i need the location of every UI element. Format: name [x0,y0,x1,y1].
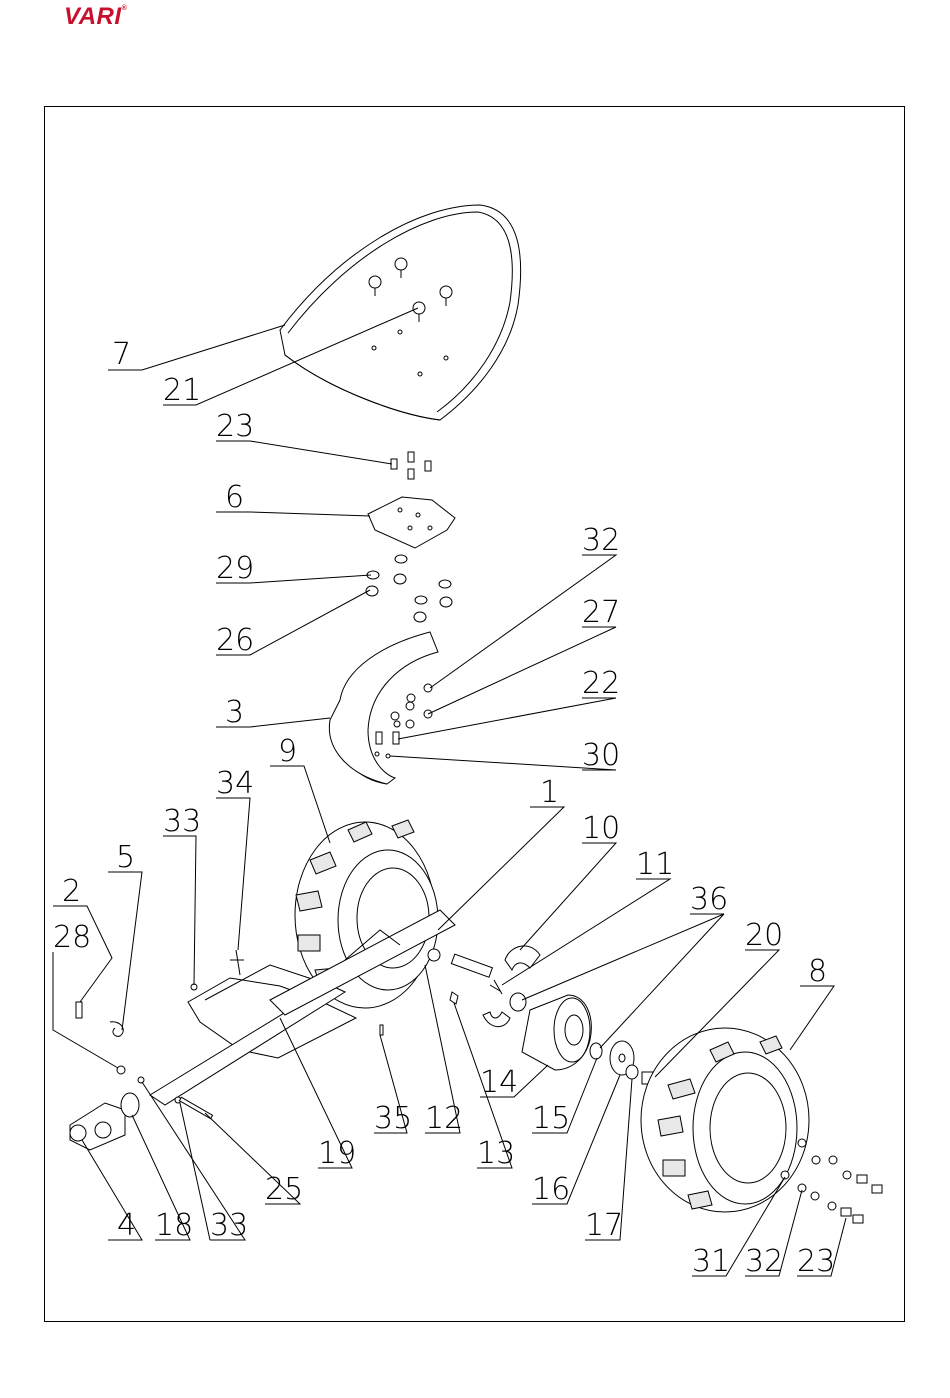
callout-36: 36 [690,882,728,917]
callout-15: 15 [532,1101,570,1136]
callout-28: 28 [53,920,91,955]
callout-33: 33 [163,804,201,839]
callout-13: 13 [477,1136,515,1171]
callout-3: 3 [225,695,244,730]
callout-30: 30 [582,738,620,773]
callout-19: 19 [318,1136,356,1171]
callout-34: 34 [216,766,254,801]
callout-29: 29 [216,551,254,586]
callout-6: 6 [225,480,244,515]
plate-bolts [391,452,431,479]
callout-8: 8 [808,954,827,989]
callout-23: 23 [216,409,254,444]
callout-25: 25 [265,1172,303,1207]
wheel-part-8 [641,1028,809,1212]
callout-4: 4 [117,1208,136,1243]
callout-16: 16 [532,1172,570,1207]
callout-32-bottom: 32 [745,1244,783,1279]
callout-12: 12 [425,1101,463,1136]
callout-20: 20 [745,918,783,953]
callout-32: 32 [582,523,620,558]
callout-1: 1 [540,775,559,810]
callout-23-bottom: 23 [797,1244,835,1279]
callout-17: 17 [585,1208,623,1243]
callout-11: 11 [636,847,674,882]
nuts-washers [366,555,452,622]
mount-plate-part-6 [368,452,455,548]
bracket-part-3 [329,632,438,784]
callout-27: 27 [582,595,620,630]
callout-31: 31 [692,1244,730,1279]
seat-part-7 [280,205,521,420]
hub-small-parts [428,946,540,1027]
callout-21: 21 [163,373,201,408]
callout-2: 2 [62,874,81,909]
callout-9: 9 [278,734,297,769]
callout-14: 14 [480,1065,518,1100]
callout-22: 22 [582,666,620,701]
callout-5: 5 [116,840,135,875]
washers-16-17 [610,1041,656,1084]
hub-part-14 [510,993,602,1070]
callout-10: 10 [582,811,620,846]
callout-18: 18 [155,1208,193,1243]
callout-35: 35 [374,1101,412,1136]
callout-26: 26 [216,623,254,658]
callout-33-bottom: 33 [210,1208,248,1243]
callout-7: 7 [112,337,131,372]
bracket-hardware [375,684,432,758]
